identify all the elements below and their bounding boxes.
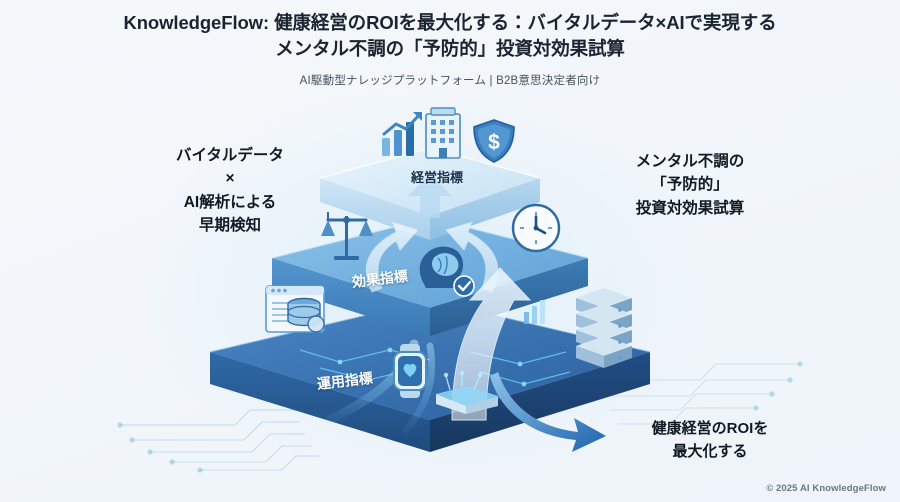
callout-left: バイタルデータ × AI解析による 早期検知	[176, 147, 284, 234]
smartwatch-icon	[393, 344, 429, 398]
database-window-icon	[265, 285, 325, 333]
copyright-footer: © 2025 AI KnowledgeFlow	[766, 483, 886, 494]
callout-bottom: 健康経営のROIを 最大化する	[651, 420, 769, 460]
circuit-nodes-right	[753, 361, 803, 411]
balance-scales-icon	[321, 212, 373, 260]
clock-icon	[511, 203, 561, 253]
server-rack-icon	[576, 288, 632, 368]
office-building-icon	[425, 107, 461, 159]
bar-chart-growth-icon	[382, 112, 422, 156]
page-subtitle: AI駆動型ナレッジプラットフォーム | B2B意思決定者向け	[299, 74, 601, 87]
roi-descending-arrow	[490, 372, 606, 452]
page-title: KnowledgeFlow: 健康経営のROIを最大化する：バイタルデータ×AI…	[123, 12, 777, 60]
circuit-traces-right	[600, 363, 800, 425]
svg-text:$: $	[488, 131, 500, 154]
circuit-traces-left	[120, 409, 320, 471]
slide-header: KnowledgeFlow: 健康経営のROIを最大化する：バイタルデータ×AI…	[0, 10, 900, 88]
callout-right: メンタル不調の 「予防的」 投資対効果試算	[635, 153, 745, 217]
upward-flow-arrows	[365, 174, 499, 293]
tier-label-top: 経営指標	[411, 170, 464, 185]
circuit-nodes-tier-bottom	[337, 347, 527, 387]
brain-head-check-icon	[419, 246, 475, 297]
mini-bar-chart-icon	[524, 300, 545, 324]
central-rising-arrow	[451, 267, 532, 421]
dollar-shield-icon: $	[473, 119, 515, 163]
network-device-icon	[436, 370, 498, 414]
circuit-nodes-left	[117, 422, 203, 473]
